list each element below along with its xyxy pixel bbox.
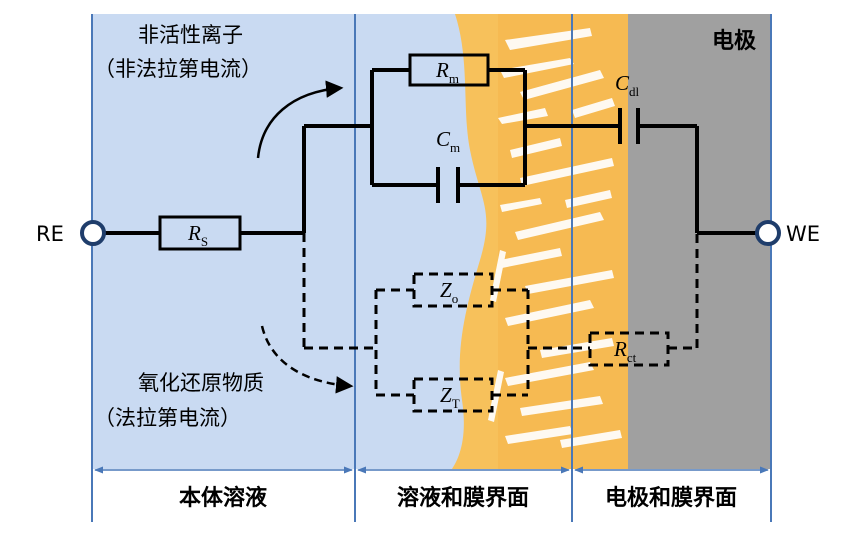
- faradaic-current-label: （法拉第电流）: [94, 406, 241, 430]
- solution-film-interface-label: 溶液和膜界面: [397, 485, 529, 511]
- rm-symbol: R: [435, 58, 449, 82]
- non-active-ions-label: 非活性离子: [138, 23, 243, 47]
- solid-wires: [104, 68, 757, 235]
- zo-label: Zo: [440, 278, 458, 306]
- rs-symbol: R: [187, 221, 201, 245]
- non-faradaic-current-label: （非法拉第电流）: [94, 57, 262, 81]
- re-terminal: [80, 220, 106, 246]
- impedance-zt: [412, 377, 494, 413]
- film-inner-band: [498, 14, 628, 469]
- rct-symbol: R: [613, 337, 627, 361]
- region-dividers: [91, 14, 772, 522]
- resistor-rm: [408, 53, 490, 87]
- cm-label: Cm: [436, 127, 460, 155]
- we-label: WE: [786, 222, 820, 246]
- rs-label: RS: [187, 221, 208, 249]
- cm-symbol: C: [436, 127, 451, 151]
- redox-species-label: 氧化还原物质: [138, 371, 264, 395]
- rct-label: Rct: [613, 337, 637, 365]
- electrode-film-interface-label: 电极和膜界面: [605, 486, 737, 511]
- cdl-label: Cdl: [615, 71, 640, 99]
- dashed-wires: [302, 233, 699, 397]
- we-terminal: [755, 220, 781, 246]
- non-faradaic-arrow: [256, 80, 344, 159]
- faradaic-arrow: [260, 325, 354, 394]
- rct-subscript: ct: [627, 350, 637, 365]
- zo-subscript: o: [452, 291, 459, 306]
- resistor-rct: [588, 331, 670, 367]
- capacitor-plates: [436, 108, 640, 203]
- electrode-label: 电极: [712, 29, 757, 54]
- cdl-symbol: C: [615, 71, 630, 95]
- zt-subscript: T: [452, 396, 460, 411]
- rm-label: Rm: [435, 58, 459, 86]
- resistor-rs: [158, 215, 242, 251]
- bulk-solution-label: 本体溶液: [179, 485, 267, 511]
- electrode-region: [628, 14, 772, 469]
- rm-subscript: m: [449, 71, 459, 86]
- re-label: RE: [36, 222, 64, 246]
- zt-label: ZT: [440, 383, 460, 411]
- cdl-subscript: dl: [629, 84, 640, 99]
- rs-subscript: S: [201, 234, 208, 249]
- impedance-zo: [412, 272, 494, 308]
- zt-symbol: Z: [440, 383, 452, 407]
- cm-subscript: m: [450, 140, 460, 155]
- zo-symbol: Z: [440, 278, 452, 302]
